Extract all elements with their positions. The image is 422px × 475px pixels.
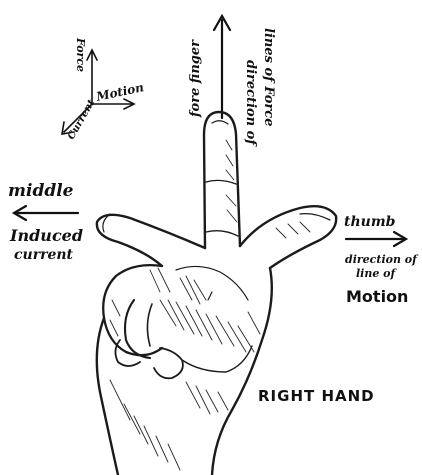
line-of-label: line of bbox=[356, 268, 395, 279]
motion-label: Motion bbox=[346, 289, 408, 305]
induced-label: Induced bbox=[10, 228, 83, 244]
motion-arrow bbox=[346, 232, 406, 246]
axes-force-label: Force bbox=[75, 38, 86, 72]
direction-of-label: direction of bbox=[244, 60, 257, 145]
current-label: current bbox=[14, 248, 73, 262]
lines-of-force-label: lines of Force bbox=[262, 28, 275, 126]
hand-shading bbox=[110, 140, 310, 470]
forefinger-arrow bbox=[214, 16, 230, 118]
direction-of-motion-label: direction of bbox=[345, 254, 417, 265]
forefinger-label: fore finger bbox=[189, 40, 202, 117]
right-hand-title: RIGHT HAND bbox=[258, 389, 375, 404]
middle-label: middle bbox=[8, 183, 74, 200]
current-arrow bbox=[14, 206, 78, 220]
thumb-label: thumb bbox=[344, 215, 395, 229]
